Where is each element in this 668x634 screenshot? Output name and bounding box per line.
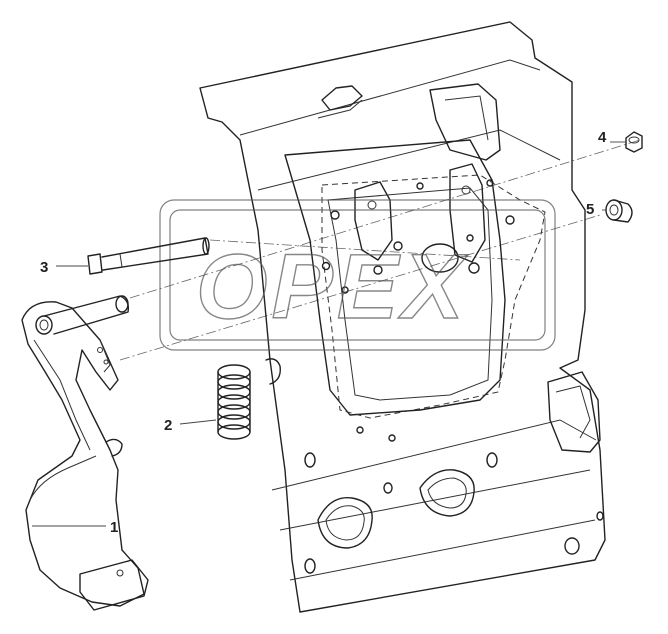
callouts: 1 2 3 4 5 xyxy=(40,129,607,536)
part-5-bushing xyxy=(605,199,633,223)
leader-lines xyxy=(32,141,626,527)
callout-3: 3 xyxy=(40,259,48,276)
assembly-center-lines xyxy=(119,139,641,361)
mounting-bracket-panel xyxy=(199,21,606,613)
part-3-bolt xyxy=(87,237,210,275)
callout-4: 4 xyxy=(598,129,607,146)
part-4-nut xyxy=(625,131,643,153)
watermark-text: OPEX xyxy=(196,236,468,338)
callout-2: 2 xyxy=(164,417,172,434)
callout-5: 5 xyxy=(586,201,594,218)
callout-1: 1 xyxy=(110,519,118,536)
watermark: OPEX xyxy=(159,199,556,351)
part-1-pedal-arm xyxy=(21,295,149,611)
part-2-spring xyxy=(217,364,251,440)
